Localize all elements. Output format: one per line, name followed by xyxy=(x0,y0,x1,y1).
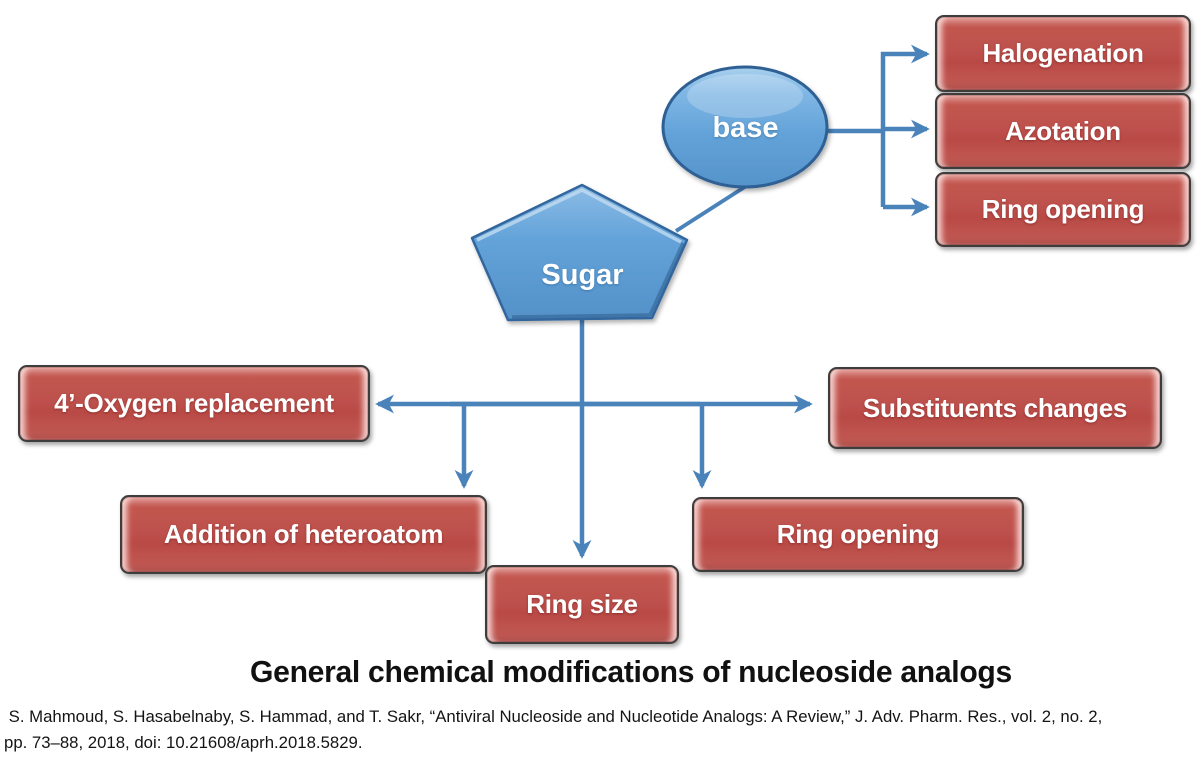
sugar-label: Sugar xyxy=(541,258,624,291)
oxygen-replacement-box: 4’-Oxygen replacement xyxy=(18,365,370,442)
sugar-pentagon xyxy=(470,183,689,322)
halogenation-box: Halogenation xyxy=(935,15,1191,92)
base-ellipse xyxy=(661,65,829,189)
connector-lines xyxy=(375,44,930,559)
azotation-box: Azotation xyxy=(935,93,1191,169)
connector-base-sugar xyxy=(674,179,756,233)
base-label: base xyxy=(712,111,779,144)
citation-line-1: S. Mahmoud, S. Hasabelnaby, S. Hammad, a… xyxy=(4,707,1103,726)
citation: S. Mahmoud, S. Hasabelnaby, S. Hammad, a… xyxy=(4,704,1182,756)
citation-line-2: pp. 73–88, 2018, doi: 10.21608/aprh.2018… xyxy=(4,733,363,752)
ring-opening-sugar-box: Ring opening xyxy=(692,497,1024,572)
substituents-changes-box: Substituents changes xyxy=(828,367,1162,449)
ring-size-box: Ring size xyxy=(485,565,679,644)
addition-heteroatom-box: Addition of heteroatom xyxy=(120,495,487,574)
connector-to-halogenation xyxy=(880,44,930,207)
diagram-title: General chemical modifications of nucleo… xyxy=(250,654,1012,689)
ring-opening-base-box: Ring opening xyxy=(935,172,1191,247)
